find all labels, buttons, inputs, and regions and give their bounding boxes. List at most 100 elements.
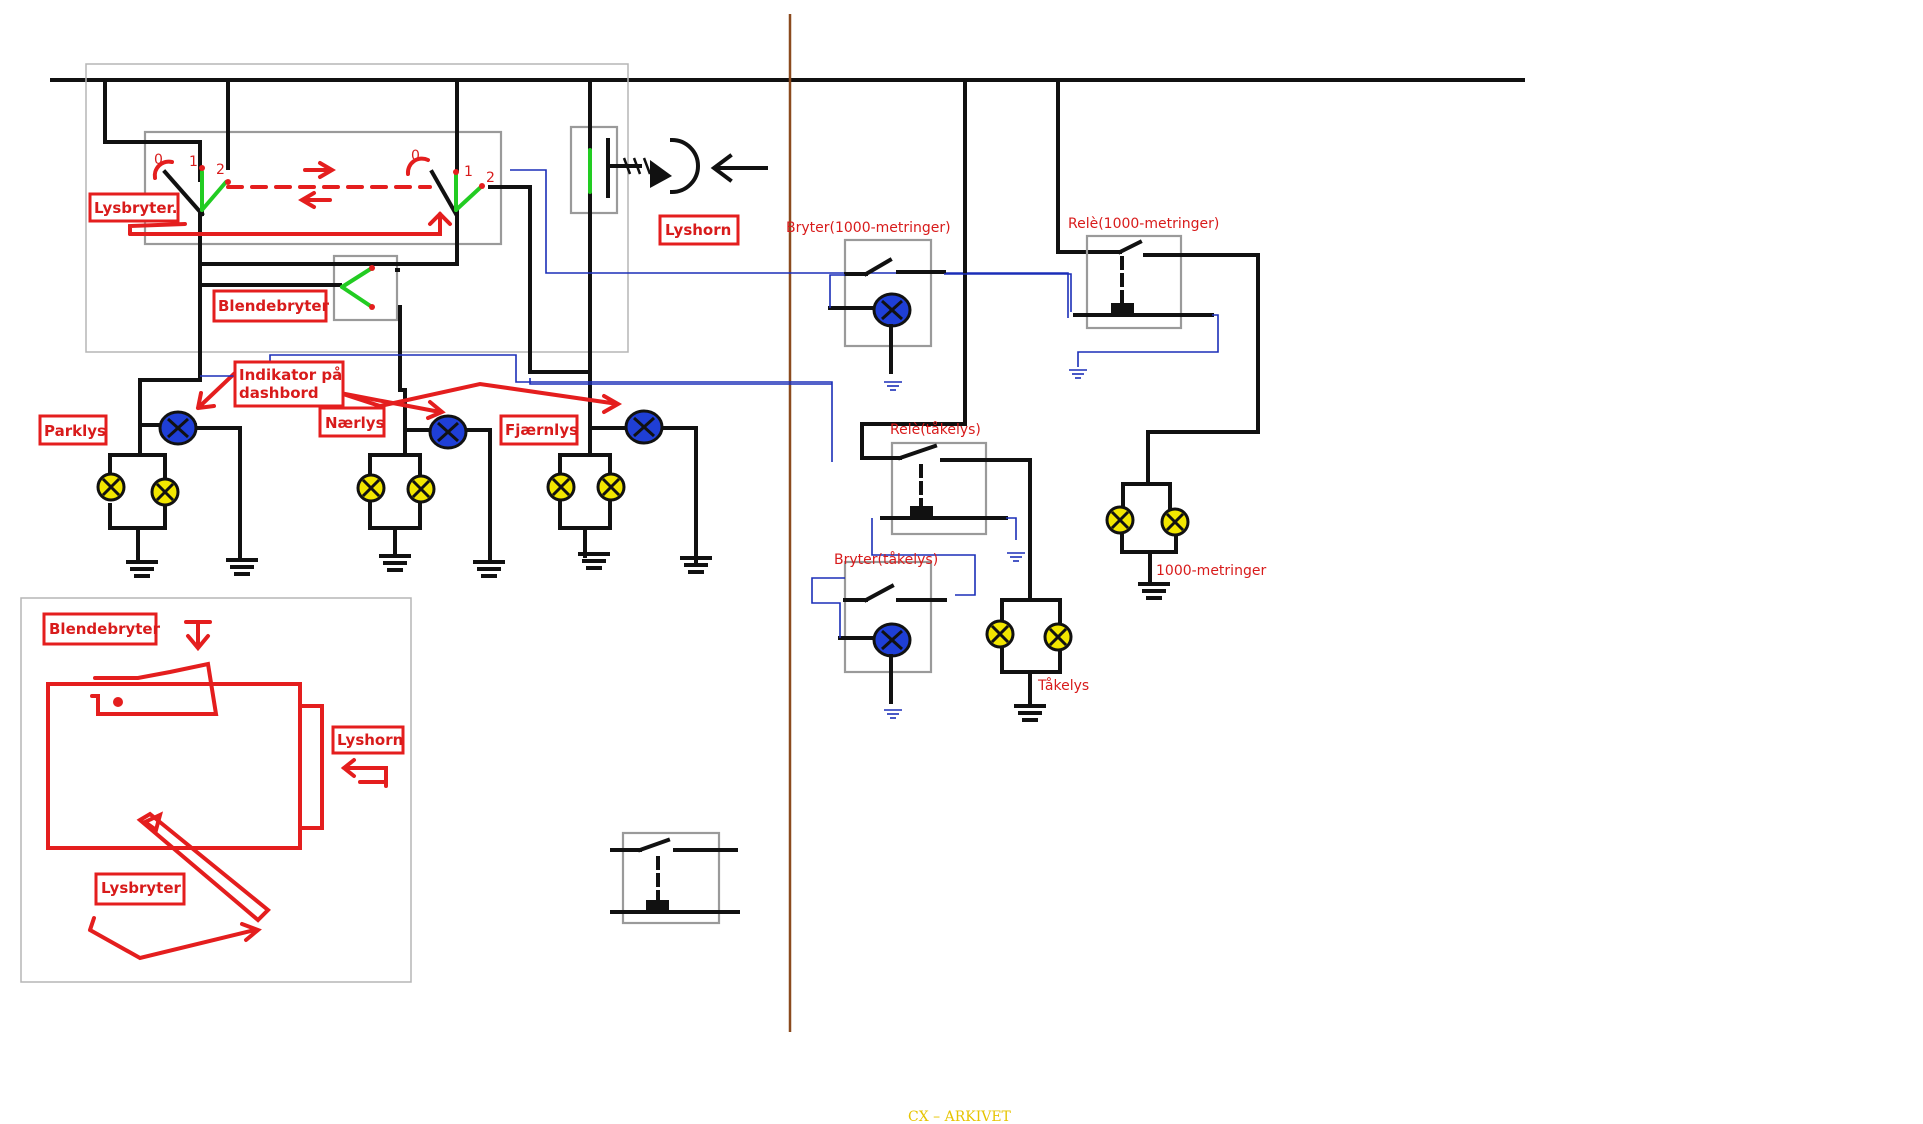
wire-rele-1000-out [1146,253,1260,482]
fjaernlys-lamp-left-icon [546,472,576,502]
switch-pos-0-right: 0 [411,148,420,164]
bryter-takelys-switch [838,583,947,719]
bryter-takelys-housing [843,560,933,674]
wire-bus-rele-takelys [860,78,967,460]
signal-bryter-1000-out [944,273,1072,312]
bryter-1000-housing [843,238,933,348]
bryter-1000-lamp-icon [872,292,912,328]
svg-text:Lysbryter.: Lysbryter. [94,199,177,217]
wire-switch-right-out [488,185,592,374]
bryter-1000-switch [828,257,946,391]
switch-pos-0-left: 0 [154,152,163,168]
parklys-ind-ground-icon [224,558,260,576]
label-bryter-1000: Bryter(1000-metringer) [786,220,951,236]
lyshorn-contact [588,137,768,198]
svg-text:Blendebryter: Blendebryter [49,620,161,638]
rele-takelys-relay [860,443,1032,520]
signal-bryter-takelys [811,577,845,638]
lysbryter-right-contact [429,169,485,217]
blendebryter-contact [340,265,375,310]
signal-rele-1000-ground [1077,314,1219,367]
takelys-lamp-group [985,598,1073,722]
label-parklys: Parklys [38,414,108,446]
svg-text:Lyshorn: Lyshorn [337,731,403,749]
label-indikator-line2: dashbord [239,384,319,402]
signal-wire-mid [529,378,832,385]
switch-pos-1-left: 1 [189,154,198,170]
relay-symbol [610,837,740,914]
bryter-takelys-lamp-icon [872,622,912,658]
lamp-1000-group [1105,482,1190,600]
bryter-takelys-ground-icon [883,709,903,719]
lamp-1000-ground-icon [1136,582,1172,600]
parklys-lamp-right-icon [150,477,180,507]
label-fjaernlys: Fjærnlys [499,414,579,446]
svg-text:Blendebryter: Blendebryter [218,297,330,315]
svg-text:Nærlys: Nærlys [325,414,385,432]
naerlys-ground-icon [377,554,413,572]
takelys-lamp-left-icon [985,619,1015,649]
rele-takelys-ground-icon [1006,552,1026,562]
fjaernlys-ground-icon [576,552,612,570]
label-rele-1000: Relè(1000-metringer) [1068,216,1219,232]
wire-lysbryter-left [103,78,202,182]
parklys-ground-icon [124,560,160,578]
naerlys-lamp-right-icon [406,474,436,504]
svg-text:Lysbryter: Lysbryter [101,879,182,897]
takelys-lamp-right-icon [1043,622,1073,652]
switch-panel-outline [85,63,629,353]
lyshorn-housing [569,125,619,215]
naerlys-indicator-icon [428,414,468,450]
naerlys-lamp-left-icon [356,473,386,503]
lamp-1000-left-icon [1105,505,1135,535]
naerlys-circuit [356,406,507,578]
svg-text:Lyshorn: Lyshorn [665,221,731,239]
label-lysbryter-top: Lysbryter. [88,192,180,223]
wire-blende-out-naer [398,305,407,410]
svg-text:Parklys: Parklys [44,422,106,440]
label-lyshorn-top: Lyshorn [658,214,740,246]
wire-bus-rele-1000 [1056,78,1108,254]
label-naerlys: Nærlys [318,406,386,438]
relay-symbol-housing [621,831,721,925]
signal-rele-takelys-ctrl [871,518,976,596]
label-bryter-takelys: Bryter(tåkelys) [834,551,938,568]
takelys-ground-icon [1012,704,1048,722]
fjaernlys-indicator-icon [624,409,664,445]
fjaernlys-lamp-right-icon [596,472,626,502]
fjaernlys-circuit [546,409,714,574]
rele-1000-ground-icon [1068,369,1088,379]
label-lamp-1000: 1000-metringer [1156,563,1266,579]
parklys-indicator-icon [158,410,198,446]
bryter-1000-ground-icon [883,381,903,391]
rele-1000-housing [1085,234,1183,330]
parklys-circuit [96,410,260,578]
footer-text: CX – ARKIVET [908,1109,1012,1124]
signal-bryter-1000 [829,274,845,308]
legend-dashboard-sketch [46,620,388,961]
wire-right-switch-down [198,210,459,266]
signal-rele-takelys-ground [1006,517,1017,540]
signal-wire-lyshorn [510,169,1069,318]
wire-lysbryter-down [138,210,202,427]
label-blendebryter-top: Blendebryter [212,289,330,323]
rele-takelys-housing [890,441,988,536]
switch-pos-2-right: 2 [486,170,495,186]
blendebryter-housing [332,254,399,322]
indicator-arrows [196,370,623,420]
lysbryter-arrows [128,156,452,236]
naerlys-ind-ground-icon [471,560,507,578]
legend-label-lyshorn: Lyshorn [331,725,405,755]
parklys-lamp-left-icon [96,472,126,502]
legend-panel [20,597,412,983]
label-rele-takelys: Relè(tåkelys) [890,421,981,438]
label-lamp-takelys: Tåkelys [1037,677,1089,694]
svg-text:Fjærnlys: Fjærnlys [505,421,578,439]
rele-1000-relay [1073,239,1260,317]
legend-label-lysbryter: Lysbryter [94,872,186,906]
switch-pos-2-left: 2 [216,162,225,178]
lysbryter-left-contact [162,165,231,217]
